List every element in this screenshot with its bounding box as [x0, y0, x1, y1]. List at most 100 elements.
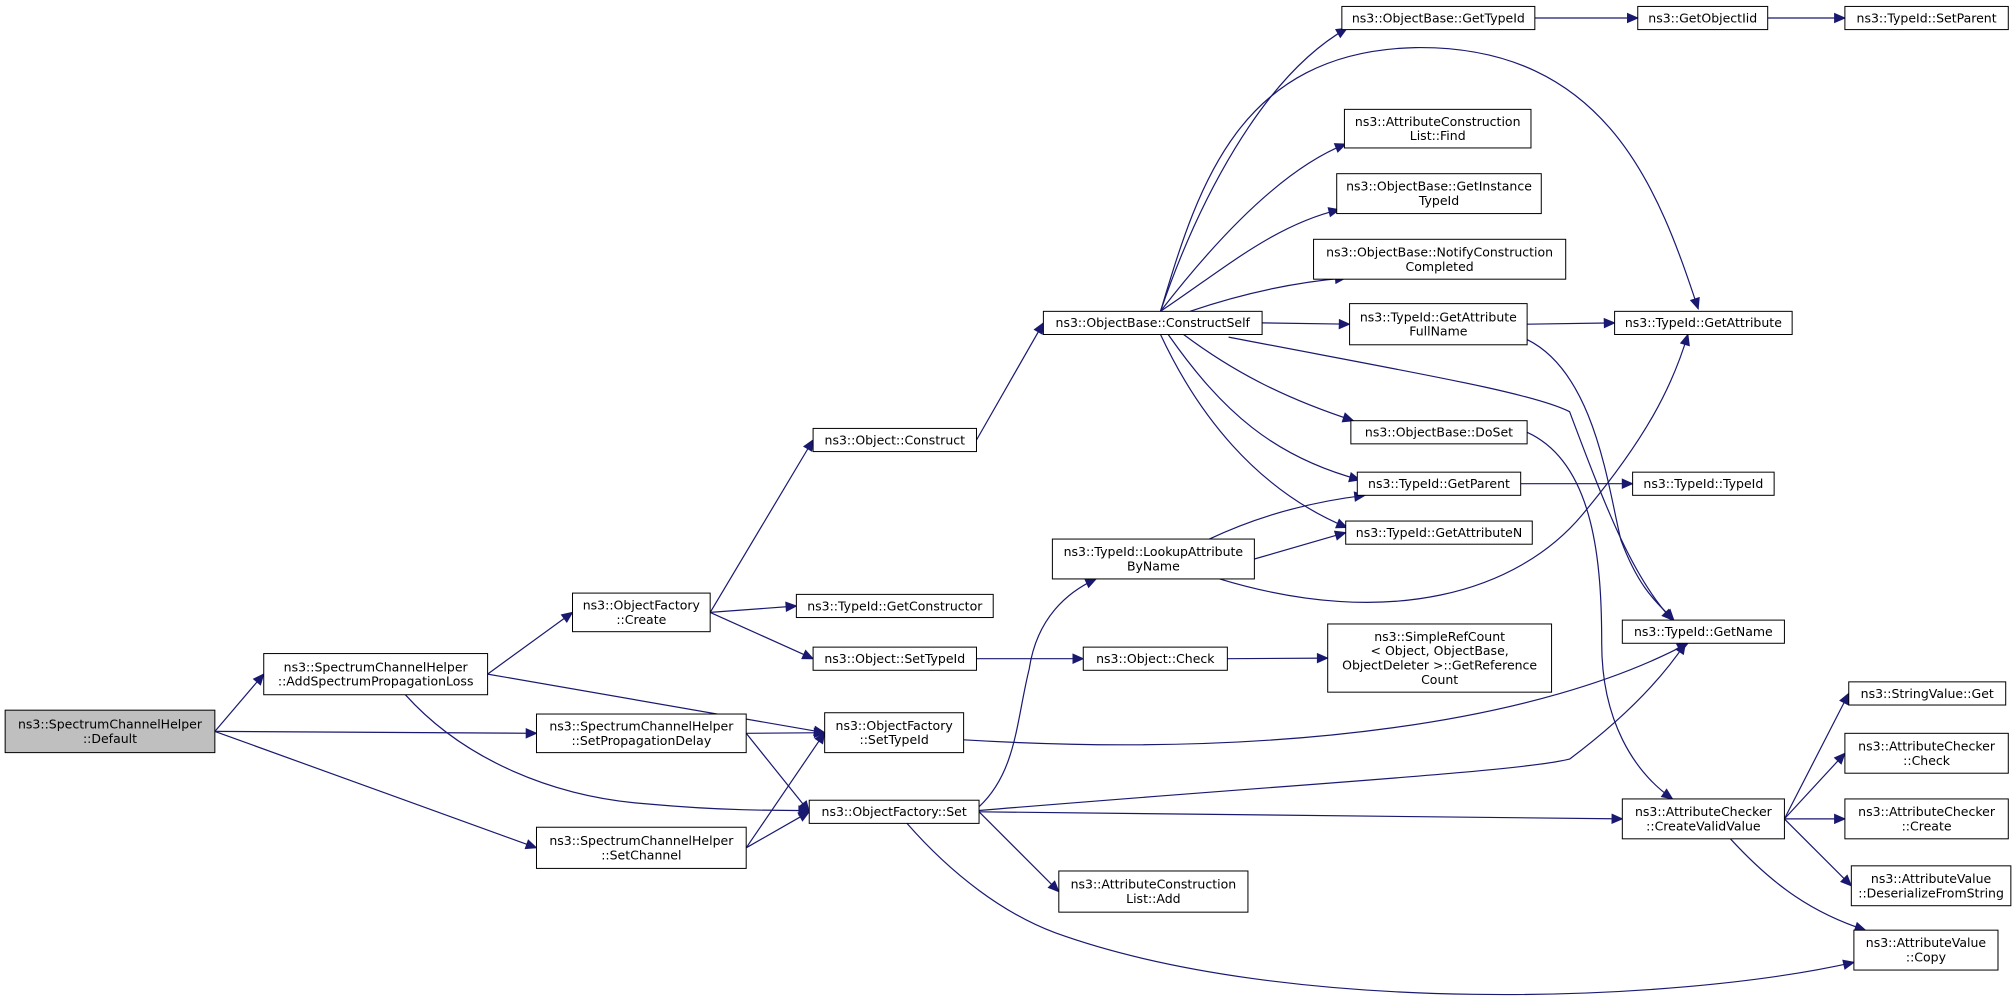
node-label-line: ns3::ObjectFactory	[836, 718, 954, 733]
node-label-line: ns3::AttributeChecker	[1635, 804, 1773, 819]
node-label-line: ::Check	[1903, 753, 1951, 768]
node-box	[1848, 681, 2007, 706]
node-accheck[interactable]: ns3::AttributeChecker::Check	[1844, 732, 2009, 774]
call-edge-tidlookup-to-tidgetattr	[1219, 333, 1690, 603]
node-tidsetparent[interactable]: ns3::TypeId::SetParent	[1844, 5, 2009, 31]
node-box	[1058, 870, 1249, 913]
node-label-line: ::Copy	[1906, 950, 1947, 965]
node-label-line: ns3::StringValue::Get	[1861, 686, 1994, 701]
node-obdoset[interactable]: ns3::ObjectBase::DoSet	[1350, 420, 1528, 445]
call-edge-ofset-to-acladd	[978, 811, 1060, 893]
node-box	[808, 799, 980, 824]
node-accreate[interactable]: ns3::AttributeChecker::CreateValidValue	[1621, 798, 1785, 840]
node-setpd[interactable]: ns3::SpectrumChannelHelper::SetPropagati…	[535, 713, 747, 754]
node-box	[812, 427, 977, 453]
node-objsettid[interactable]: ns3::Object::SetTypeId	[812, 646, 977, 671]
call-edge-accreate-to-accreate2	[1784, 813, 1847, 825]
node-box	[1844, 5, 2009, 31]
node-tidgetname[interactable]: ns3::TypeId::GetName	[1621, 619, 1785, 644]
node-label-line: Completed	[1406, 259, 1474, 274]
node-box	[795, 593, 994, 619]
node-obgettid[interactable]: ns3::ObjectBase::GetTypeId	[1341, 5, 1536, 31]
node-tidgetparent[interactable]: ns3::TypeId::GetParent	[1356, 471, 1522, 496]
call-edge-setpd-to-ofset	[745, 732, 810, 813]
node-label-line: ns3::TypeId::TypeId	[1643, 476, 1763, 491]
node-default[interactable]: ns3::SpectrumChannelHelper::Default	[4, 709, 216, 754]
call-edge-getobjectiid-to-tidsetparent	[1767, 12, 1847, 24]
call-edge-ofset-to-avcopy	[906, 823, 1856, 996]
node-box	[572, 592, 711, 633]
node-box	[1341, 5, 1536, 31]
call-edge-default-to-setch	[214, 730, 538, 850]
call-edge-obconstructself-to-tidgetattrn	[1159, 334, 1349, 529]
node-box	[1621, 798, 1785, 840]
call-edge-accreate-to-avdeser	[1783, 818, 1853, 887]
node-label-line: List::Find	[1410, 128, 1466, 143]
node-label-line: ns3::TypeId::GetParent	[1368, 476, 1510, 491]
node-label-line: ns3::ObjectBase::NotifyConstruction	[1326, 244, 1553, 259]
call-edge-default-to-setpd	[214, 728, 538, 739]
node-obnotify[interactable]: ns3::ObjectBase::NotifyConstructionCompl…	[1313, 238, 1567, 280]
node-label-line: TypeId	[1418, 193, 1459, 208]
node-label-line: ::AddSpectrumPropagationLoss	[278, 674, 474, 689]
node-box	[4, 709, 216, 754]
node-box	[1042, 310, 1263, 335]
node-srcget[interactable]: ns3::SimpleRefCount< Object, ObjectBase,…	[1327, 623, 1553, 693]
node-label-line: ns3::SpectrumChannelHelper	[549, 833, 734, 848]
node-box	[1632, 471, 1775, 496]
node-obconstructself[interactable]: ns3::ObjectBase::ConstructSelf	[1042, 310, 1263, 335]
node-objcheck[interactable]: ns3::Object::Check	[1082, 646, 1228, 671]
node-label-line: ns3::AttributeValue	[1871, 871, 1992, 886]
node-label-line: ns3::TypeId::SetParent	[1857, 10, 1997, 25]
node-box	[1850, 865, 2012, 907]
node-tidtypeid[interactable]: ns3::TypeId::TypeId	[1632, 471, 1775, 496]
node-setch[interactable]: ns3::SpectrumChannelHelper::SetChannel	[535, 826, 747, 869]
node-label-line: ObjectDeleter >::GetReference	[1342, 658, 1537, 673]
call-edge-setch-to-ofset	[745, 811, 811, 849]
node-avcopy[interactable]: ns3::AttributeValue::Copy	[1853, 929, 1999, 971]
node-label-line: ns3::SpectrumChannelHelper	[549, 718, 734, 733]
node-ofset[interactable]: ns3::ObjectFactory::Set	[808, 799, 980, 824]
node-tidgetattrn[interactable]: ns3::TypeId::GetAttributeN	[1345, 520, 1533, 545]
call-edge-obconstructself-to-obgetinst	[1160, 207, 1341, 312]
call-edge-objsettid-to-objcheck	[976, 653, 1085, 664]
call-edge-obgettid-to-getobjectiid	[1534, 12, 1640, 24]
node-objconstruct[interactable]: ns3::Object::Construct	[812, 427, 977, 453]
node-getobjectiid[interactable]: ns3::GetObjectIid	[1637, 5, 1769, 31]
call-edge-obconstructself-to-aclfind	[1160, 143, 1347, 312]
node-label-line: ns3::TypeId::GetAttribute	[1360, 309, 1517, 324]
node-box	[1082, 646, 1228, 671]
node-label-line: ::Default	[83, 731, 137, 746]
node-accreate2[interactable]: ns3::AttributeChecker::Create	[1844, 798, 2009, 840]
call-edge-accreate-to-avcopy	[1729, 838, 1867, 932]
node-label-line: ::Create	[616, 612, 666, 627]
node-tidgetctor[interactable]: ns3::TypeId::GetConstructor	[795, 593, 994, 619]
node-avdeser[interactable]: ns3::AttributeValue::DeserializeFromStri…	[1850, 865, 2012, 907]
node-ofsettid[interactable]: ns3::ObjectFactory::SetTypeId	[824, 712, 965, 754]
node-svget[interactable]: ns3::StringValue::Get	[1848, 681, 2007, 706]
node-ofcreate[interactable]: ns3::ObjectFactory::Create	[572, 592, 711, 633]
node-tidgetattr[interactable]: ns3::TypeId::GetAttribute	[1614, 310, 1793, 335]
node-label-line: ns3::Object::Check	[1096, 651, 1215, 666]
node-label-line: < Object, ObjectBase,	[1371, 643, 1509, 658]
function-nodes: ns3::SpectrumChannelHelper::Defaultns3::…	[4, 5, 2012, 971]
call-edge-obconstructself-to-obnotify	[1189, 273, 1347, 312]
node-label-line: ns3::SpectrumChannelHelper	[18, 717, 203, 732]
node-label-line: ns3::SimpleRefCount	[1374, 629, 1505, 644]
node-box	[812, 646, 977, 671]
node-box	[1345, 520, 1533, 545]
node-box	[263, 653, 489, 696]
call-edge-setch-to-ofsettid	[745, 731, 826, 849]
node-box	[1614, 310, 1793, 335]
node-label-line: ns3::AttributeConstruction	[1071, 877, 1237, 892]
node-addspl[interactable]: ns3::SpectrumChannelHelper::AddSpectrumP…	[263, 653, 489, 696]
call-edge-ofset-to-accreate	[979, 811, 1624, 825]
node-box	[535, 826, 747, 869]
node-label-line: FullName	[1409, 324, 1468, 339]
node-box	[1637, 5, 1769, 31]
